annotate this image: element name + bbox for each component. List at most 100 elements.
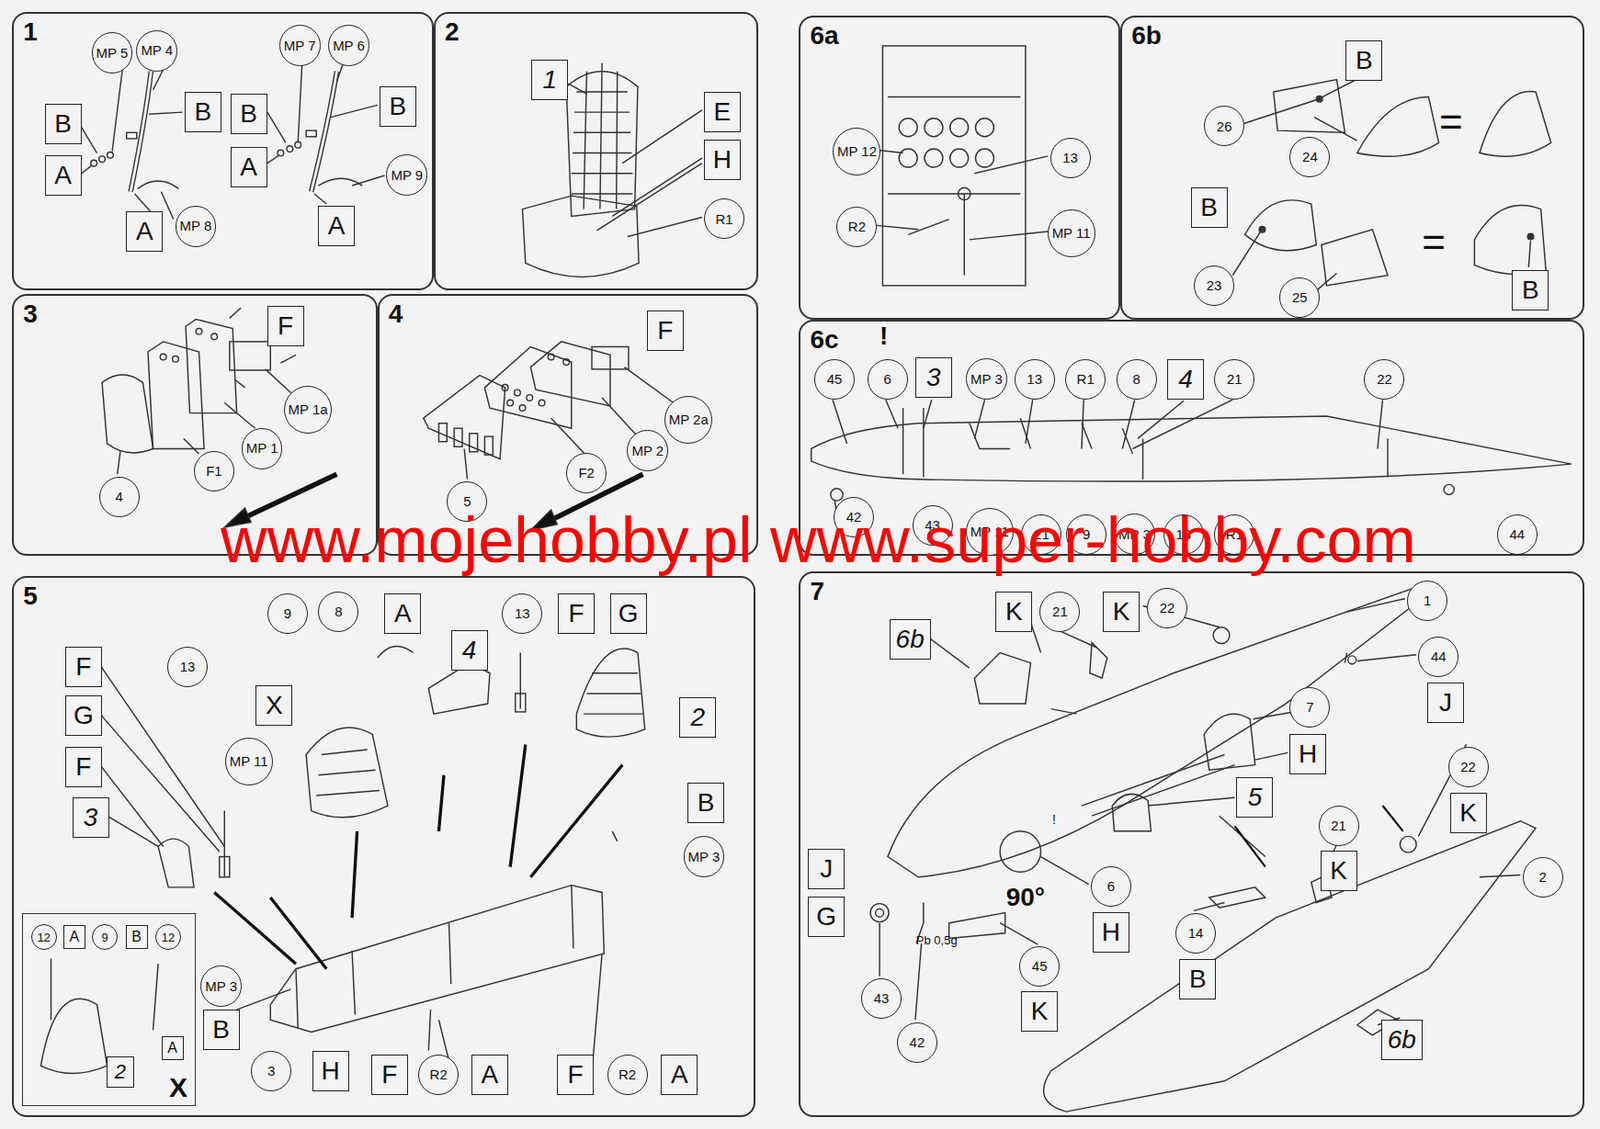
callout-number: MP 6	[328, 24, 370, 67]
callout-number: MP 11	[1047, 209, 1096, 258]
illustration-line	[903, 408, 1388, 480]
part-letter-box: B	[45, 103, 82, 145]
equals-sign: =	[1421, 219, 1446, 266]
callout-number: MP 2	[626, 430, 669, 472]
illustration-line	[811, 399, 1572, 515]
part-letter-box: A	[471, 1055, 509, 1096]
illustration-line	[501, 385, 509, 392]
illustration-line	[950, 118, 969, 137]
illustration-line	[137, 181, 179, 189]
part-letter-box: K	[1450, 793, 1487, 834]
callout-text: R2	[618, 1067, 636, 1083]
illustration-line	[351, 831, 358, 919]
part-letter-box: F	[65, 646, 103, 688]
callout-text: 25	[1292, 290, 1308, 306]
part-letter-box: B	[184, 91, 222, 133]
part-letter: A	[394, 601, 412, 627]
callout-text: 13	[1062, 150, 1079, 166]
callout-number: MP 12	[832, 127, 881, 176]
part-letter-box: A	[230, 147, 268, 188]
callout-number: MP 1	[241, 428, 284, 470]
illustration-line	[1273, 79, 1346, 134]
part-letter-box: A	[317, 205, 355, 247]
part-letter: B	[212, 1017, 230, 1044]
part-letter-box: B	[203, 1009, 240, 1051]
variant-mark: X	[169, 1072, 188, 1104]
illustration-line	[907, 219, 949, 236]
part-letter: H	[713, 147, 732, 173]
callout-number: 1	[1407, 580, 1448, 622]
illustration-line	[950, 148, 969, 168]
callout-number: 21	[1214, 359, 1255, 400]
callout-text: 22	[1460, 760, 1476, 775]
illustration-line	[469, 433, 478, 453]
part-letter-box: E	[703, 91, 741, 133]
callout-text: MP 6	[332, 38, 365, 54]
callout-number: R2	[836, 206, 877, 248]
step-panel: 1MP 5MP 4BBAAMP 8MP 7MP 6BBAAMP 9	[11, 11, 434, 291]
callout-text: MP 12	[837, 144, 877, 159]
illustration-line	[148, 112, 183, 114]
part-letter-box: X	[255, 685, 293, 727]
part-letter: J	[819, 856, 833, 883]
callout-number: MP 11	[225, 737, 273, 786]
part-letter-box: H	[1092, 912, 1130, 954]
callout-number: 22	[1363, 359, 1405, 400]
step-number: 6a	[809, 21, 839, 51]
illustration-line	[547, 353, 555, 361]
callout-number: 45	[1019, 946, 1060, 988]
callout-number: 13	[1050, 137, 1091, 179]
illustration-line	[314, 193, 327, 205]
part-letter: K	[1005, 599, 1023, 625]
callout-text: 14	[1188, 926, 1204, 942]
callout-number: MP 7	[279, 24, 321, 67]
illustration-line	[999, 831, 1041, 873]
part-letter: 1	[542, 67, 557, 93]
callout-number: 13	[167, 646, 208, 688]
illustration-line	[214, 892, 296, 965]
step-panel: 6a MP 12 R2 13 MP 11	[798, 15, 1121, 320]
illustration-line	[130, 71, 151, 193]
callout-number: 23	[1193, 265, 1235, 307]
part-letter: F	[277, 313, 294, 340]
callout-number: MP 2a	[664, 396, 713, 444]
callout-number: 22	[1448, 747, 1489, 788]
illustration-line	[1081, 755, 1236, 818]
part-letter-box: F	[371, 1055, 409, 1096]
callout-number: 8	[317, 591, 359, 633]
illustration-line	[1348, 656, 1357, 665]
illustration-line	[51, 959, 159, 1032]
illustration-line	[551, 418, 586, 454]
illustration-line	[1245, 200, 1317, 251]
callout-text: MP 7	[283, 38, 317, 54]
illustration-line	[879, 599, 1521, 1026]
illustration-line	[958, 187, 971, 200]
step-number: 5	[22, 581, 38, 612]
part-letter-box: K	[995, 591, 1033, 633]
callout-number: 21	[1039, 591, 1080, 633]
illustration-line	[102, 374, 154, 454]
callout-number: F2	[566, 453, 607, 494]
callout-text: 8	[1133, 372, 1141, 387]
step-number: 4	[388, 299, 404, 330]
illustration-line	[286, 146, 294, 153]
part-letter: B	[54, 111, 72, 137]
illustration-line	[126, 132, 137, 139]
illustration-line	[832, 399, 1383, 449]
callout-number: R2	[607, 1055, 648, 1096]
part-letter: K	[1031, 998, 1049, 1025]
callout-text: R1	[715, 212, 734, 227]
part-letter: G	[816, 904, 837, 931]
illustration-line	[265, 369, 292, 394]
illustration-line	[924, 118, 943, 137]
callout-number: 3	[250, 1051, 292, 1092]
callout-text: 9	[102, 931, 109, 944]
callout-number: R1	[1065, 359, 1106, 400]
part-letter: H	[320, 1058, 340, 1085]
callout-text: 44	[1430, 649, 1447, 665]
part-letter-box: G	[807, 896, 845, 938]
part-letter: A	[136, 218, 154, 245]
illustration-line	[870, 586, 1536, 1113]
callout-number: 7	[1289, 687, 1330, 728]
